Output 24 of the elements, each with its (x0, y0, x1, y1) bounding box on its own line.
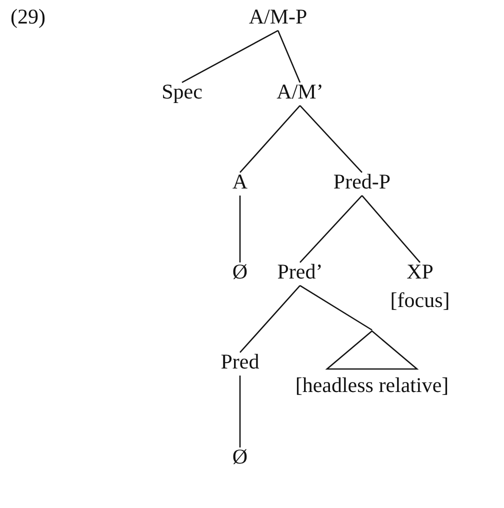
tree-branch (239, 196, 241, 262)
node-label: Ø (232, 445, 248, 469)
tree-branch (277, 30, 301, 83)
node-label: A (232, 170, 248, 194)
node-label: Spec (162, 80, 202, 104)
node-label: Pred (220, 350, 260, 374)
tree-branch (240, 105, 300, 173)
tree-branch (182, 30, 278, 84)
node-annotation: [headless relative] (295, 374, 449, 398)
node-label: A/M’ (276, 80, 324, 104)
tree-branch (240, 285, 300, 353)
tree-branch (300, 195, 362, 263)
node-label: Pred-P (333, 170, 391, 194)
node-label: Ø (232, 260, 248, 284)
node-label: A/M-P (248, 5, 308, 29)
tree-branch (239, 376, 241, 448)
tree-branch (362, 195, 420, 263)
node-label: XP (406, 260, 434, 284)
node-label: Pred’ (277, 260, 323, 284)
triangle-symbol (326, 330, 418, 370)
node-annotation: [focus] (390, 289, 450, 312)
example-number: (29) (10, 5, 46, 29)
tree-branch (300, 285, 372, 331)
tree-branch (300, 105, 362, 173)
